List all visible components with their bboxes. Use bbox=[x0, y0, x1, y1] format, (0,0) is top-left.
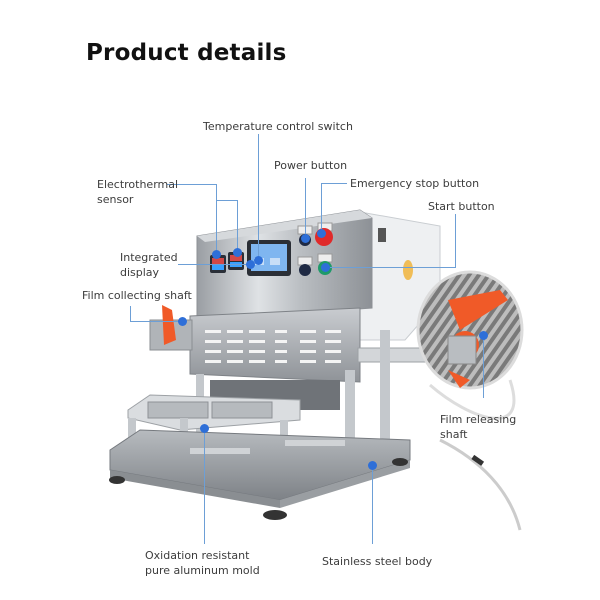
label-integrated-display: Integrated display bbox=[120, 250, 178, 280]
start-button-callout-dot bbox=[321, 263, 330, 272]
start-button-callout-line-v bbox=[455, 214, 456, 268]
label-integrated-display-line1: Integrated bbox=[120, 251, 178, 264]
label-aluminum-mold-line1: Oxidation resistant bbox=[145, 549, 250, 562]
electrothermal-callout-line-h1 bbox=[167, 184, 217, 185]
aluminum-mold-callout-dot bbox=[200, 424, 209, 433]
start-button-callout-line-h bbox=[330, 267, 456, 268]
film-releasing-callout-line bbox=[483, 336, 484, 398]
emergency-stop-callout-dot bbox=[317, 229, 326, 238]
label-electrothermal-sensor-line1: Electrothermal bbox=[97, 178, 179, 191]
temperature-switch-callout-dot bbox=[254, 256, 263, 265]
aluminum-mold-callout-line bbox=[204, 428, 205, 544]
temperature-switch-callout-line bbox=[258, 134, 259, 258]
electrothermal-callout-dot-2 bbox=[233, 248, 242, 257]
label-emergency-stop-button: Emergency stop button bbox=[350, 177, 480, 190]
film-collecting-callout-dot bbox=[178, 317, 187, 326]
steel-body-callout-dot bbox=[368, 461, 377, 470]
label-film-collecting-shaft: Film collecting shaft bbox=[82, 289, 192, 302]
power-button-callout-line bbox=[305, 178, 306, 238]
electrothermal-callout-line-v2 bbox=[237, 200, 238, 252]
emergency-stop-callout-line-v bbox=[321, 183, 322, 233]
film-releasing-callout-dot bbox=[479, 331, 488, 340]
electrothermal-callout-line-h2 bbox=[216, 200, 238, 201]
label-temperature-control-switch: Temperature control switch bbox=[203, 120, 353, 133]
film-collecting-callout-line-h bbox=[130, 321, 182, 322]
label-aluminum-mold-line2: pure aluminum mold bbox=[145, 564, 260, 577]
integrated-display-callout-line bbox=[178, 264, 250, 265]
label-film-releasing-shaft-line1: Film releasing bbox=[440, 413, 517, 426]
power-button-callout-dot bbox=[301, 234, 310, 243]
label-electrothermal-sensor-line2: sensor bbox=[97, 193, 134, 206]
label-electrothermal-sensor: Electrothermal sensor bbox=[97, 177, 178, 207]
label-film-releasing-shaft-line2: shaft bbox=[440, 428, 468, 441]
electrothermal-callout-dot-1 bbox=[212, 250, 221, 259]
label-start-button: Start button bbox=[428, 200, 495, 213]
label-power-button: Power button bbox=[274, 159, 348, 172]
label-stainless-steel-body: Stainless steel body bbox=[322, 555, 433, 568]
emergency-stop-callout-line-h bbox=[321, 183, 347, 184]
steel-body-callout-line bbox=[372, 466, 373, 544]
film-collecting-callout-line-v bbox=[130, 306, 131, 322]
page-title: Product details bbox=[86, 40, 287, 66]
electrothermal-callout-line-v1 bbox=[216, 184, 217, 254]
label-film-releasing-shaft: Film releasing shaft bbox=[440, 412, 516, 442]
integrated-display-callout-dot bbox=[246, 260, 255, 269]
label-integrated-display-line2: display bbox=[120, 266, 160, 279]
label-aluminum-mold: Oxidation resistant pure aluminum mold bbox=[145, 548, 260, 578]
